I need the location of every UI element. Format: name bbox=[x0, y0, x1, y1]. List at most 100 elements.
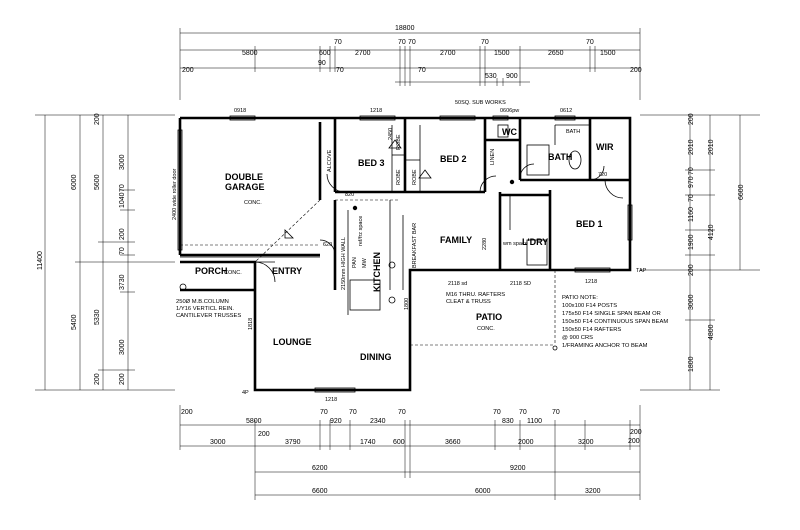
note-dim-2280: 2280 bbox=[482, 238, 488, 250]
dim-left: 200 bbox=[119, 373, 126, 385]
dim-bottom: 200 bbox=[258, 431, 270, 438]
dim-right: 6600 bbox=[738, 184, 745, 200]
dim-bottom: 70 bbox=[493, 409, 501, 416]
dim-bottom: 70 bbox=[320, 409, 328, 416]
dim-bottom: 200 bbox=[630, 429, 642, 436]
note-beam-2118b: 2118 SD bbox=[510, 281, 531, 287]
patio-note: PATIO NOTE: 100x100 F14 POSTS 175x50 F14… bbox=[562, 295, 668, 349]
dim-bottom: 3790 bbox=[285, 439, 301, 446]
label-laundry: L'DRY bbox=[522, 237, 548, 247]
note-window-bed1: 1218 bbox=[585, 279, 597, 285]
dim-left: 3730 bbox=[119, 274, 126, 290]
dim-bottom: 2340 bbox=[370, 418, 386, 425]
note-fridge: ref/frz space bbox=[358, 216, 364, 246]
note-window-left: 0918 bbox=[234, 108, 246, 114]
note-high-wall: 2150mm HIGH WALL bbox=[341, 237, 347, 290]
note-window-bath: 0612 bbox=[560, 108, 572, 114]
patio-note-line: 175x50 F14 SINGLE SPAN BEAM OR bbox=[562, 311, 661, 317]
dim-bottom: 3660 bbox=[445, 439, 461, 446]
dim-left: 5400 bbox=[71, 314, 78, 330]
dim-left: 5600 bbox=[94, 174, 101, 190]
note-window-mid: 1218 bbox=[370, 108, 382, 114]
note-wm-space: wm space bbox=[502, 241, 528, 247]
label-bath: BATH bbox=[548, 152, 572, 162]
dim-top: 90 bbox=[318, 60, 326, 67]
dim-top: 2700 bbox=[355, 50, 371, 57]
note-mw: MW bbox=[362, 257, 368, 268]
dim-left: 3000 bbox=[119, 339, 126, 355]
dim-top: 1500 bbox=[494, 50, 510, 57]
dim-left: 200 bbox=[94, 373, 101, 385]
dim-top: 70 bbox=[586, 39, 594, 46]
label-kitchen: KITCHEN bbox=[372, 252, 382, 292]
dim-bottom: 200 bbox=[628, 438, 640, 445]
dim-top: 2650 bbox=[548, 50, 564, 57]
dim-top: 200 bbox=[630, 67, 642, 74]
label-bed3: BED 3 bbox=[358, 158, 385, 168]
label-wir: WIR bbox=[596, 142, 614, 152]
dim-bottom: 830 bbox=[502, 418, 514, 425]
dim-top: 70 bbox=[336, 67, 344, 74]
note-pan: PAN bbox=[352, 257, 358, 268]
dim-left: 5330 bbox=[94, 309, 101, 325]
dim-top: 2700 bbox=[440, 50, 456, 57]
note-column-line3: CANTILEVER TRUSSES bbox=[176, 313, 241, 319]
dim-left: 1040 bbox=[119, 192, 126, 208]
label-wc: WC bbox=[502, 127, 517, 137]
doors bbox=[180, 163, 624, 346]
dim-bottom: 6200 bbox=[312, 465, 328, 472]
dim-bottom: 6600 bbox=[312, 488, 328, 495]
note-dim-2450: 2450 bbox=[388, 128, 394, 140]
label-linen: LINEN bbox=[490, 149, 496, 165]
note-4p: 4P bbox=[242, 390, 249, 396]
label-lounge: LOUNGE bbox=[273, 337, 312, 347]
label-entry: ENTRY bbox=[272, 266, 302, 276]
note-window-dining: 1218 bbox=[325, 397, 337, 403]
dim-left: 70 bbox=[119, 184, 126, 192]
dim-bottom: 3200 bbox=[585, 488, 601, 495]
dim-overall-depth: 11400 bbox=[37, 251, 44, 270]
dim-right: 70 bbox=[688, 194, 695, 202]
label-bed2: BED 2 bbox=[440, 154, 467, 164]
dim-bottom: 6000 bbox=[475, 488, 491, 495]
dim-top: 1500 bbox=[600, 50, 616, 57]
dim-right: 2010 bbox=[688, 139, 695, 155]
note-door-820: 820 bbox=[345, 192, 354, 198]
patio-note-line: 150x50 F14 CONTINUOUS SPAN BEAM bbox=[562, 319, 668, 325]
dim-right: 1800 bbox=[688, 356, 695, 372]
dim-bottom: 1100 bbox=[527, 418, 542, 425]
dim-left: 200 bbox=[94, 113, 101, 125]
right-dimensions: 200 2010 70 970 70 1160 1900 200 3000 18… bbox=[640, 113, 760, 391]
dim-left: 3000 bbox=[119, 154, 126, 170]
label-bed1: BED 1 bbox=[576, 219, 603, 229]
dim-right: 200 bbox=[688, 113, 695, 125]
label-robe-bed2b: ROBE bbox=[412, 169, 418, 185]
note-rafters-line2: CLEAT & TRUSS bbox=[446, 299, 491, 305]
dim-right: 970 bbox=[688, 176, 695, 188]
note-door-620: 620 bbox=[323, 242, 332, 248]
label-robe-bed3: ROBE bbox=[396, 134, 402, 150]
dim-top: 200 bbox=[182, 67, 194, 74]
dim-bottom: 200 bbox=[181, 409, 193, 416]
note-dim-1818: 1818 bbox=[248, 318, 254, 330]
dim-top: 70 bbox=[398, 39, 406, 46]
dim-top: 70 bbox=[481, 39, 489, 46]
dim-bottom: 70 bbox=[349, 409, 357, 416]
label-patio-floor: CONC. bbox=[477, 326, 495, 332]
note-beam-2118a: 2118 sd bbox=[448, 281, 467, 287]
patio-note-line: 1/FRAMING ANCHOR TO BEAM bbox=[562, 343, 648, 349]
label-dining: DINING bbox=[360, 352, 392, 362]
label-family: FAMILY bbox=[440, 235, 472, 245]
dim-bottom: 3200 bbox=[578, 439, 594, 446]
note-window-wc: 0606pw bbox=[500, 108, 519, 114]
dim-bottom: 9200 bbox=[510, 465, 526, 472]
patio-note-line: 100x100 F14 POSTS bbox=[562, 303, 617, 309]
patio-note-line: 150x50 F14 RAFTERS bbox=[562, 327, 621, 333]
dim-bottom: 70 bbox=[519, 409, 527, 416]
dim-right: 1160 bbox=[688, 207, 695, 222]
dim-top: 70 bbox=[334, 39, 342, 46]
dim-bottom: 3000 bbox=[210, 439, 226, 446]
dim-bottom: 70 bbox=[552, 409, 560, 416]
note-dim-1800: 1800 bbox=[404, 298, 410, 310]
